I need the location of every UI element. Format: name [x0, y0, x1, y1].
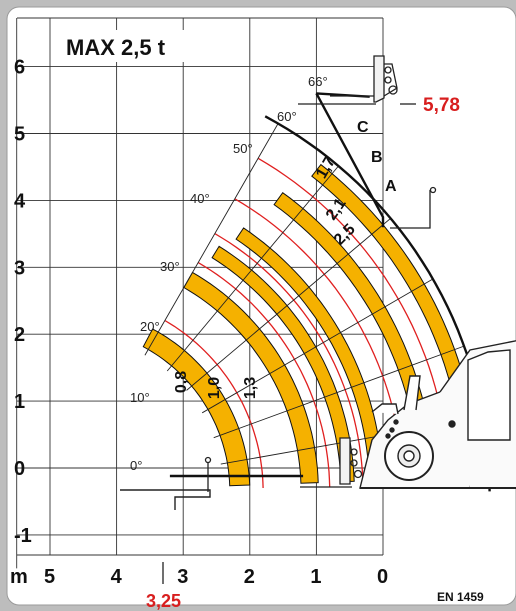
angle-label: 10° [130, 390, 150, 405]
zone-capacity-label: 1,0 [206, 377, 223, 399]
limit-arc [214, 233, 364, 487]
angle-label: 66° [308, 74, 328, 89]
y-tick-label: 5 [14, 124, 25, 146]
extension-label: A [385, 178, 397, 195]
y-tick-label: 0 [14, 458, 25, 480]
limit-arc [164, 319, 264, 489]
angle-label: 20° [140, 319, 160, 334]
envelope-tip [315, 92, 385, 228]
zone-capacity-label: 1,3 [242, 377, 259, 399]
x-tick-label: 5 [44, 566, 55, 588]
angle-line [186, 218, 391, 391]
y-tick-label: -1 [14, 525, 32, 547]
angle-label: 40° [190, 191, 210, 206]
y-tick-label: 2 [14, 324, 25, 346]
y-axis-labels: 6 5 4 3 2 1 0 -1 [14, 57, 32, 547]
angle-label: 30° [160, 259, 180, 274]
fork-carriage-a [390, 186, 437, 229]
angle-labels: 0° 10° 20° 30° 40° 50° 60° 66° [130, 74, 328, 473]
standard-label: EN 1459 [437, 590, 484, 604]
y-tick-label: 3 [14, 257, 25, 279]
max-height-label: 5,78 [423, 95, 460, 116]
load-zone-band [142, 328, 251, 487]
angle-line [213, 345, 465, 439]
angle-label: 0° [130, 458, 142, 473]
y-tick-label: 1 [14, 391, 25, 413]
y-tick-label: 6 [14, 57, 25, 79]
title-background [62, 30, 200, 62]
max-reach-label: 3,25 [146, 591, 181, 611]
angle-line [201, 278, 434, 414]
extension-label: C [357, 119, 369, 136]
pallet-fork [120, 489, 211, 510]
chart-title: MAX 2,5 t [66, 35, 166, 60]
angle-label: 60° [277, 109, 297, 124]
x-tick-label: 4 [111, 566, 123, 588]
limit-arc [197, 262, 331, 487]
x-tick-label: 3 [177, 566, 188, 588]
x-tick-label: 0 [377, 566, 388, 588]
angle-line [144, 123, 279, 356]
y-tick-label: 4 [14, 190, 26, 212]
x-tick-label: 2 [244, 566, 255, 588]
x-axis-unit: m [10, 566, 28, 588]
x-tick-label: 1 [310, 566, 321, 588]
x-axis-labels: 5 4 3 2 1 0 [44, 566, 388, 588]
extension-labels: ABC [357, 119, 397, 195]
extension-label: B [371, 149, 383, 166]
zone-capacity-label: 0,8 [173, 371, 190, 393]
fork-carriage-ground [204, 437, 363, 492]
fork-carriage-top [298, 55, 398, 105]
angle-line [166, 165, 339, 372]
telehandler-machine [359, 340, 516, 489]
angle-label: 50° [233, 141, 253, 156]
